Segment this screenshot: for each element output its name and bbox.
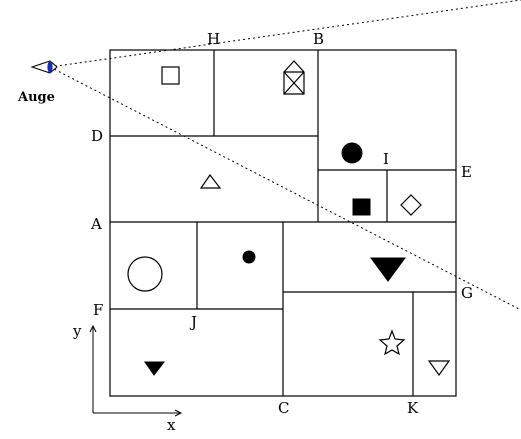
triangle-outline-icon	[199, 173, 222, 189]
coordinate-axes	[89, 324, 183, 417]
filled-circle-icon	[341, 142, 363, 164]
star-outline-icon	[378, 329, 406, 356]
filled-triangle-down-small-icon	[144, 361, 166, 376]
diamond-outline-icon	[400, 194, 422, 216]
eye-icon	[30, 60, 58, 74]
circle-outline-icon	[127, 256, 163, 292]
axis-label-y: y	[72, 322, 82, 340]
label-i: I	[383, 150, 389, 168]
label-g: G	[461, 284, 473, 302]
house-outline-icon	[283, 60, 305, 95]
small-filled-circle-icon	[242, 250, 256, 264]
label-c: C	[278, 399, 289, 417]
square-outline-icon	[161, 66, 180, 85]
label-f: F	[93, 301, 103, 319]
filled-square-icon	[352, 198, 371, 216]
triangle-down-outline-icon	[427, 360, 451, 377]
axis-label-x: x	[167, 416, 176, 434]
label-j: J	[189, 313, 197, 331]
filled-triangle-down-icon	[370, 257, 406, 282]
lower-sight-line	[49, 66, 521, 311]
upper-sight-line	[49, 0, 521, 68]
label-b: B	[313, 30, 324, 48]
label-d: D	[91, 127, 103, 145]
label-a: A	[90, 215, 102, 233]
label-e: E	[461, 163, 472, 181]
label-k: K	[407, 399, 419, 417]
label-h: H	[207, 30, 220, 48]
eye-label: Auge	[17, 90, 55, 105]
